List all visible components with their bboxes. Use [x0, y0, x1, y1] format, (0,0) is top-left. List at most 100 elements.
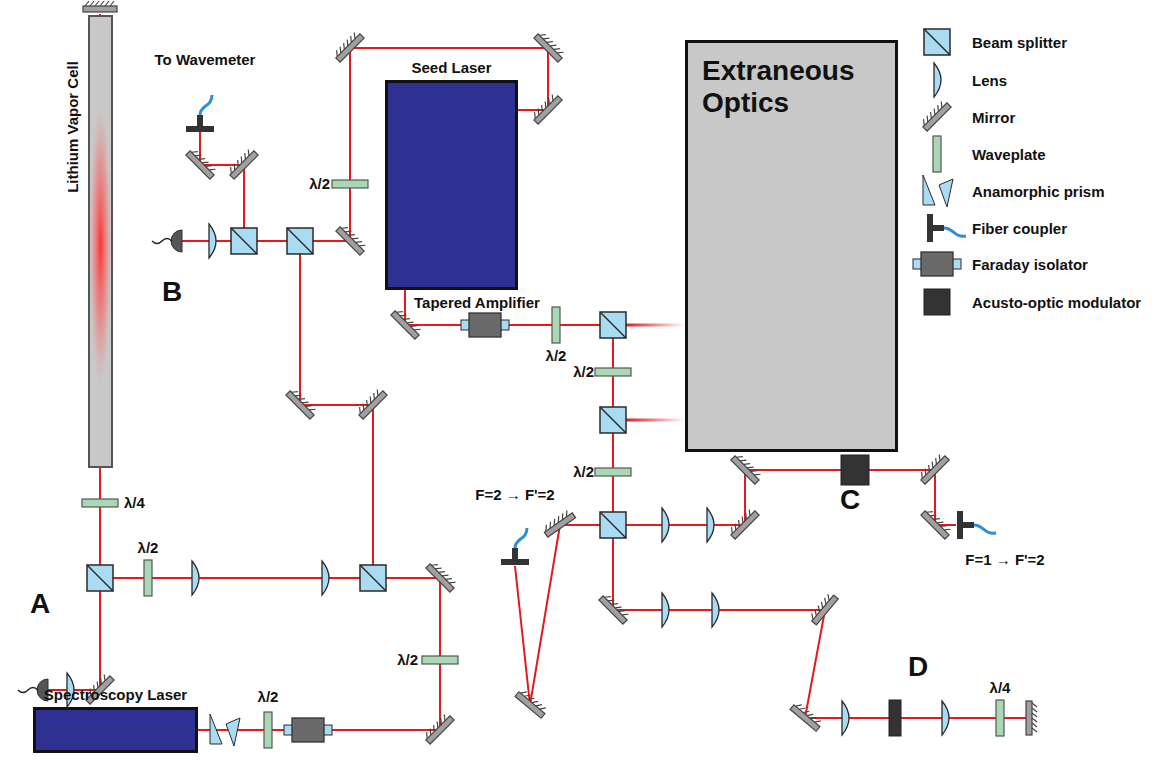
mirror: [919, 99, 951, 131]
lens: [662, 508, 669, 542]
mirror: [336, 223, 368, 255]
beam-splitter: [360, 565, 386, 591]
lens: [712, 593, 719, 627]
legend-text: Acusto-optic modulator: [972, 294, 1141, 311]
part-label: To Wavemeter: [155, 52, 256, 69]
lens: [192, 561, 199, 595]
part-label: λ/4: [124, 495, 145, 512]
fading-beam: [626, 324, 685, 327]
acousto-optic-modulator: [924, 289, 950, 315]
legend-text: Lens: [972, 72, 1007, 89]
faraday-isolator: [284, 718, 332, 742]
waveplate: [996, 700, 1004, 736]
waveplate: [933, 136, 941, 172]
part-label: F=2 → F'=2: [475, 487, 554, 504]
mirror: [515, 688, 548, 718]
node-label: Spectroscopy Laser: [44, 686, 187, 703]
vapor-glow: [90, 17, 111, 466]
laser-beam: [515, 525, 613, 705]
waveplate: [264, 712, 272, 748]
waveplate: [595, 468, 631, 476]
callout-letter: B: [162, 277, 182, 308]
node-label: Extraneous Optics: [688, 43, 886, 131]
fading-beam: [626, 419, 685, 422]
mirror: [534, 30, 566, 62]
mirror: [530, 92, 562, 124]
legend-text: Mirror: [972, 109, 1015, 126]
fiber-coupler: [927, 214, 966, 242]
part-label: λ/2: [397, 652, 418, 669]
part-label: λ/2: [546, 348, 567, 365]
beam-splitter: [600, 512, 626, 538]
mirror: [332, 30, 364, 62]
fiber-coupler: [186, 95, 214, 132]
node-label: Lithium Vapor Cell: [64, 61, 81, 193]
mirror: [391, 307, 423, 339]
part-label: λ/2: [309, 176, 330, 193]
vapor-glow: [90, 105, 111, 385]
waveplate: [422, 656, 458, 664]
lens: [322, 561, 329, 595]
anamorphic-prism: [923, 175, 953, 207]
mirror: [917, 452, 949, 484]
callout-letter: A: [30, 589, 50, 620]
waveplate: [82, 499, 118, 507]
vapor-cell: Lithium Vapor Cell: [88, 15, 113, 468]
photodiode: [152, 230, 182, 252]
mirror: [186, 147, 218, 179]
part-label: λ/2: [573, 464, 594, 481]
acousto-optic-modulator: [889, 700, 901, 736]
seed-laser: Seed Laser: [385, 80, 518, 290]
node-label: Seed Laser: [411, 59, 491, 76]
beam-splitter: [600, 312, 626, 338]
mirror: [1026, 701, 1037, 735]
fiber-coupler: [957, 511, 996, 539]
mirror: [355, 387, 387, 419]
mirror: [808, 592, 838, 625]
mirror: [731, 452, 763, 484]
part-label: F=1 → F'=2: [965, 552, 1044, 569]
mirror: [790, 701, 823, 731]
faraday-isolator: [461, 313, 509, 337]
beam-splitter: [231, 228, 257, 254]
fiber-coupler: [501, 528, 529, 565]
lens: [707, 508, 714, 542]
beam-splitter: [924, 29, 950, 55]
lens: [942, 701, 949, 735]
faraday-isolator: [913, 252, 961, 276]
lens: [662, 593, 669, 627]
legend-text: Waveplate: [972, 146, 1046, 163]
legend-text: Fiber coupler: [972, 220, 1067, 237]
mirror: [426, 560, 458, 592]
laser-beam: [300, 241, 373, 578]
callout-letter: C: [840, 485, 860, 516]
callout-letter: D: [908, 652, 928, 683]
spectroscopy-laser: Spectroscopy Laser: [33, 707, 198, 753]
beam-splitter: [287, 228, 313, 254]
laser-beam: [405, 290, 626, 325]
part-label: λ/2: [258, 689, 279, 706]
mirror: [226, 147, 258, 179]
lens: [209, 224, 216, 258]
photodiode: [18, 679, 48, 701]
legend-text: Faraday isolator: [972, 256, 1088, 273]
part-label: λ/2: [138, 540, 159, 557]
mirror: [727, 507, 759, 539]
lens: [842, 701, 849, 735]
mirror: [286, 387, 318, 419]
part-label: Tapered Amplifier: [414, 295, 540, 312]
anamorphic-prism: [210, 714, 240, 746]
mirror: [599, 592, 631, 624]
laser-beam: [200, 132, 244, 241]
part-label: λ/2: [573, 364, 594, 381]
waveplate: [332, 180, 368, 188]
legend-text: Beam splitter: [972, 34, 1067, 51]
beam-splitter: [87, 565, 113, 591]
mirror: [541, 509, 575, 538]
beam-splitter: [600, 407, 626, 433]
waveplate: [552, 307, 560, 343]
waveplate: [595, 368, 631, 376]
optics-box: Extraneous Optics: [685, 40, 898, 452]
mirror: [422, 712, 454, 744]
